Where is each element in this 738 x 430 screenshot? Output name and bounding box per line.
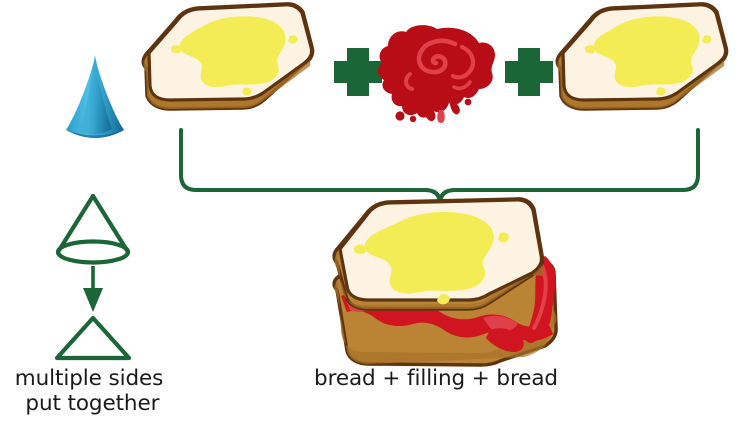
down-arrow-icon (83, 266, 103, 312)
blue-cone-icon (66, 55, 124, 138)
curly-brace-connector-icon (179, 128, 700, 214)
bread-slice-right-icon (555, 2, 729, 111)
result-caption: bread + filling + bread (314, 366, 558, 391)
triangle-outline-icon (54, 315, 132, 361)
plus-sign-2-icon (505, 48, 553, 96)
bread-slice-left-icon (141, 2, 315, 111)
sandwich-assembled-icon (332, 197, 558, 367)
jam-filling-icon (378, 25, 495, 123)
plus-sign-1-icon (334, 48, 382, 96)
left-caption: multiple sides put together (14, 366, 164, 416)
cone-outline-icon (55, 193, 131, 265)
